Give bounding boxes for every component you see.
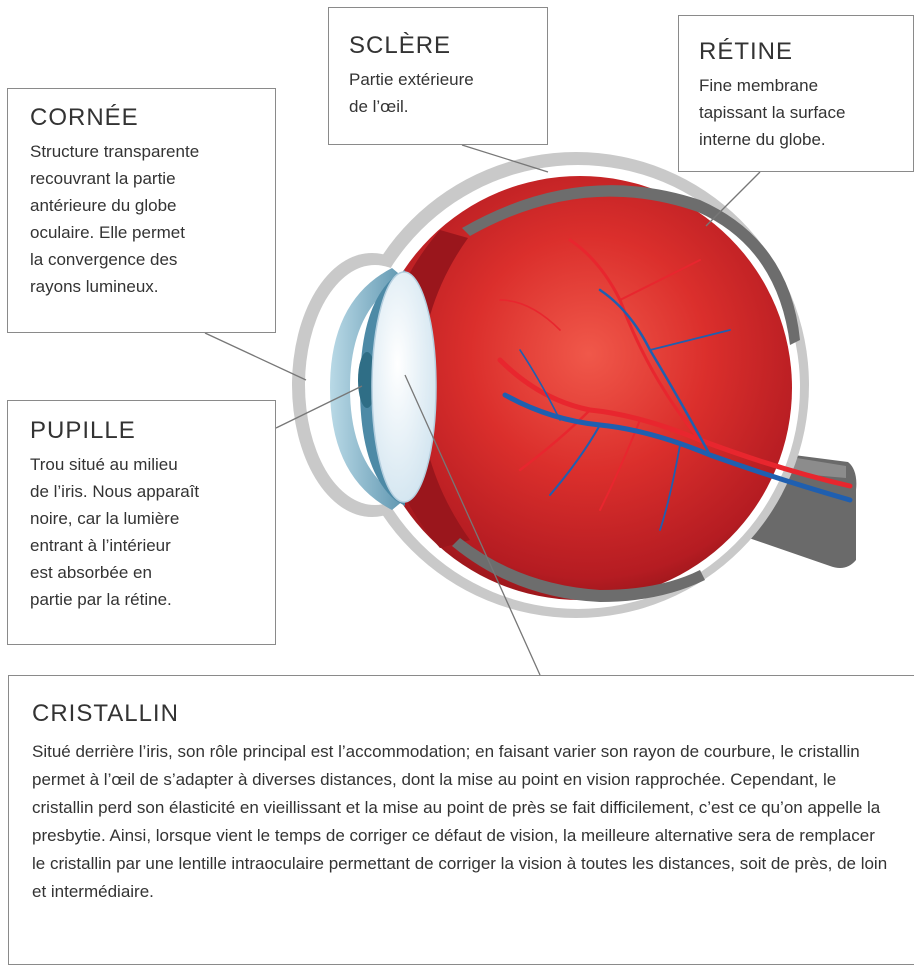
label-text-pupille: Trou situé au milieu de l’iris. Nous app… [30, 455, 200, 609]
cornea-shape [330, 268, 404, 510]
label-box-sclere: SCLÈRE Partie extérieure de l’œil. [328, 7, 548, 145]
label-text-sclere: Partie extérieure de l’œil. [349, 70, 474, 116]
label-box-cornee: CORNÉE Structure transparente recouvrant… [7, 88, 276, 333]
leader-line-pupille [275, 385, 363, 429]
label-title-retine: RÉTINE [699, 38, 794, 65]
leader-line-retine [705, 171, 761, 227]
label-box-pupille: PUPILLE Trou situé au milieu de l’iris. … [7, 400, 276, 645]
blood-vessels [497, 238, 853, 531]
label-text-retine: Fine membrane tapissant la surface inter… [699, 76, 846, 149]
lens-shape [371, 271, 437, 503]
retina-band-lower [452, 538, 705, 602]
label-box-cristallin: CRISTALLIN Situé derrière l’iris, son rô… [8, 675, 914, 965]
eyeball-shape [368, 176, 792, 600]
label-box-retine: RÉTINE Fine membrane tapissant la surfac… [678, 15, 914, 172]
leader-line-cornee [204, 332, 307, 381]
label-title-pupille: PUPILLE [30, 417, 136, 444]
label-text-cristallin: Situé derrière l’iris, son rôle principa… [32, 742, 888, 901]
label-title-cristallin: CRISTALLIN [32, 700, 179, 727]
leader-line-cristallin [404, 374, 541, 676]
leader-lines [204, 144, 761, 676]
label-text-cornee: Structure transparente recouvrant la par… [30, 142, 200, 296]
leader-line-sclere [461, 144, 549, 173]
label-title-sclere: SCLÈRE [349, 32, 452, 59]
label-title-cornee: CORNÉE [30, 104, 139, 131]
